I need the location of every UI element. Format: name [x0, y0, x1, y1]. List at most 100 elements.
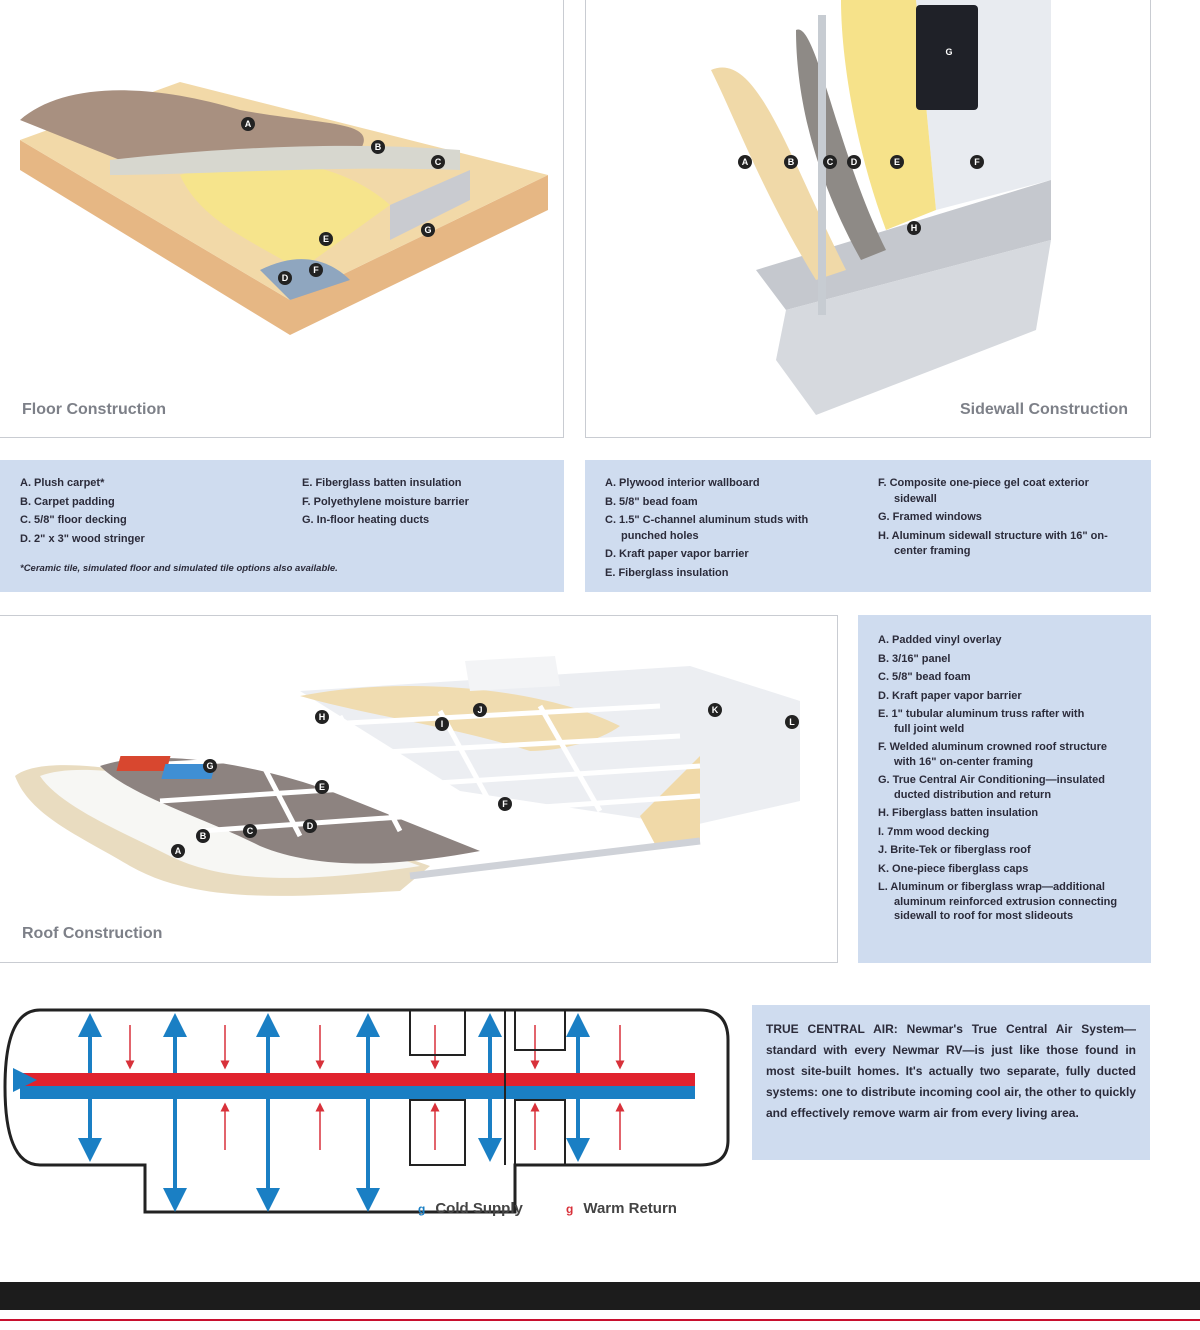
- svg-text:A: A: [742, 157, 749, 167]
- legend-item: E. Fiberglass batten insulation: [302, 477, 462, 489]
- legend-item: H. Aluminum sidewall structure with 16" …: [878, 529, 1108, 558]
- svg-text:I: I: [441, 719, 444, 729]
- marker-f: F: [498, 797, 512, 811]
- svg-text:E: E: [323, 234, 329, 244]
- marker-h: H: [907, 221, 921, 235]
- marker-g: G: [421, 223, 435, 237]
- marker-a: A: [171, 844, 185, 858]
- svg-text:K: K: [712, 705, 719, 715]
- svg-text:J: J: [477, 705, 482, 715]
- true-central-air-description: TRUE CENTRAL AIR: Newmar's True Central …: [752, 1005, 1150, 1160]
- svg-text:A: A: [175, 846, 182, 856]
- legend-item: A. Plywood interior wallboard: [605, 477, 760, 489]
- legend-item: D. Kraft paper vapor barrier: [878, 689, 1022, 702]
- svg-text:C: C: [827, 157, 834, 167]
- svg-text:D: D: [282, 273, 289, 283]
- legend-item: D. Kraft paper vapor barrier: [605, 548, 749, 560]
- legend-item: E. Fiberglass insulation: [605, 566, 729, 579]
- svg-text:E: E: [894, 157, 900, 167]
- marker-i: I: [435, 717, 449, 731]
- marker-l: L: [785, 715, 799, 729]
- roof-construction-panel: A B C D E F G H I J K L Roof Constructio…: [0, 615, 838, 963]
- floor-footnote: *Ceramic tile, simulated floor and simul…: [20, 563, 338, 574]
- svg-text:E: E: [319, 782, 325, 792]
- legend-item: D. 2" x 3" wood stringer: [20, 532, 145, 545]
- legend-item: G. Framed windows: [878, 511, 982, 523]
- floor-legend: A. Plush carpet* B. Carpet padding C. 5/…: [0, 460, 564, 592]
- marker-a: A: [241, 117, 255, 131]
- svg-text:C: C: [435, 157, 442, 167]
- marker-c: C: [431, 155, 445, 169]
- airflow-floorplan: [3, 1008, 730, 1214]
- roof-legend: A. Padded vinyl overlay B. 3/16" panel C…: [858, 615, 1151, 963]
- legend-item: C. 5/8" bead foam: [878, 671, 971, 683]
- svg-text:L: L: [789, 717, 795, 727]
- marker-h: H: [315, 710, 329, 724]
- svg-text:F: F: [502, 799, 508, 809]
- legend-item: F. Composite one-piece gel coat exterior…: [878, 477, 1089, 505]
- sidewall-legend: A. Plywood interior wallboard B. 5/8" be…: [585, 460, 1151, 592]
- svg-text:C: C: [247, 826, 254, 836]
- marker-j: J: [473, 703, 487, 717]
- marker-g: G: [203, 759, 217, 773]
- floor-construction-panel: A B C D E F G Floor Construction: [0, 0, 564, 438]
- svg-text:H: H: [911, 223, 918, 233]
- legend-item: B. 5/8" bead foam: [605, 495, 698, 508]
- legend-item: G. In-floor heating ducts: [302, 514, 430, 526]
- legend-item: B. Carpet padding: [20, 495, 115, 508]
- legend-item: L. Aluminum or fiberglass wrap—additiona…: [878, 881, 1118, 922]
- svg-text:F: F: [313, 265, 319, 275]
- legend-item: C. 1.5" C-channel aluminum studs with pu…: [605, 514, 809, 542]
- footer-rule: [0, 1319, 1200, 1321]
- svg-text:H: H: [319, 712, 326, 722]
- warm-return-arrows: [125, 1025, 625, 1150]
- marker-f: F: [970, 155, 984, 169]
- marker-c: C: [243, 824, 257, 838]
- floor-markers: A B C D E F G: [241, 117, 445, 285]
- legend-item: A. Plush carpet*: [20, 477, 105, 489]
- roof-markers: A B C D E F G H I J K L: [171, 703, 799, 858]
- body-text: Newmar's True Central Air System—standar…: [766, 1022, 1136, 1120]
- svg-text:D: D: [307, 821, 314, 831]
- cold-supply-arrows: [13, 1013, 590, 1212]
- svg-text:B: B: [200, 831, 207, 841]
- svg-text:A: A: [245, 119, 252, 129]
- sidewall-illustration: G: [711, 0, 1051, 415]
- svg-text:B: B: [788, 157, 795, 167]
- sidewall-title: Sidewall Construction: [959, 401, 1128, 418]
- marker-e: E: [315, 780, 329, 794]
- legend-item: H. Fiberglass batten insulation: [878, 807, 1039, 819]
- lead-in: TRUE CENTRAL AIR:: [766, 1022, 898, 1036]
- marker-b: B: [784, 155, 798, 169]
- warm-return-duct: [20, 1073, 695, 1086]
- svg-text:G: G: [424, 225, 431, 235]
- sidewall-construction-panel: G A B C D E F H Sidewall Construction: [585, 0, 1151, 438]
- marker-c: C: [823, 155, 837, 169]
- legend-item: K. One-piece fiberglass caps: [878, 862, 1029, 875]
- marker-e: E: [319, 232, 333, 246]
- legend-item: F. Polyethylene moisture barrier: [302, 495, 469, 508]
- marker-b: B: [371, 140, 385, 154]
- roof-title: Roof Construction: [22, 925, 163, 942]
- footer-bar: [0, 1282, 1200, 1310]
- svg-text:D: D: [851, 157, 858, 167]
- marker-b: B: [196, 829, 210, 843]
- legend-item: J. Brite-Tek or fiberglass roof: [878, 844, 1031, 856]
- legend-item: F. Welded aluminum crowned roof structur…: [878, 741, 1107, 768]
- cold-supply-duct: [20, 1086, 695, 1099]
- marker-d: D: [278, 271, 292, 285]
- svg-text:B: B: [375, 142, 382, 152]
- marker-d: D: [847, 155, 861, 169]
- marker-a: A: [738, 155, 752, 169]
- legend-item: A. Padded vinyl overlay: [878, 634, 1002, 646]
- svg-text:G: G: [945, 47, 952, 57]
- legend-item: I. 7mm wood decking: [878, 825, 990, 838]
- marker-e: E: [890, 155, 904, 169]
- floor-title: Floor Construction: [22, 401, 166, 418]
- legend-item: B. 3/16" panel: [878, 652, 951, 665]
- legend-item: C. 5/8" floor decking: [20, 514, 127, 526]
- legend-item: E. 1" tubular aluminum truss rafter with…: [878, 708, 1085, 735]
- svg-text:G: G: [206, 761, 213, 771]
